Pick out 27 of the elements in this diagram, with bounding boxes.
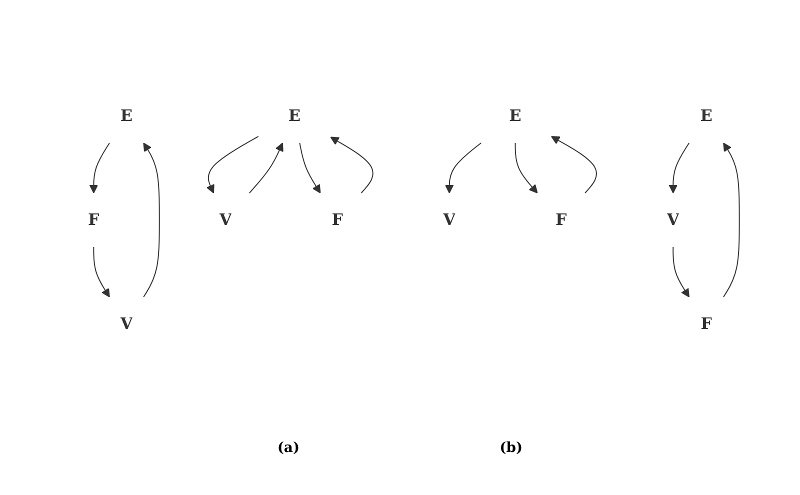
arrow [514,142,538,194]
node-text: F [332,210,343,229]
node-text: E [508,106,522,125]
arrow [550,136,597,194]
node-text: E [288,106,300,125]
node-text: E [700,106,712,125]
figure-label: (b) [500,440,523,456]
arrow [142,142,160,298]
arrow [92,246,110,298]
arrow [330,136,374,194]
node-text: V [442,210,456,229]
node-text: V [120,314,132,333]
arrow [672,246,690,298]
node-text: E [120,106,132,125]
figure-label: (a) [277,440,300,456]
arrow [248,142,284,194]
node-text: F [700,314,712,333]
arrow [444,142,482,194]
node-text: F [88,210,100,229]
arrow [668,142,690,194]
node-text: V [219,210,232,229]
node-text: V [666,210,680,229]
arrow [89,142,110,194]
arrow [298,142,320,194]
node-text: F [555,210,567,229]
arrow [722,142,740,298]
arrow [206,136,259,194]
